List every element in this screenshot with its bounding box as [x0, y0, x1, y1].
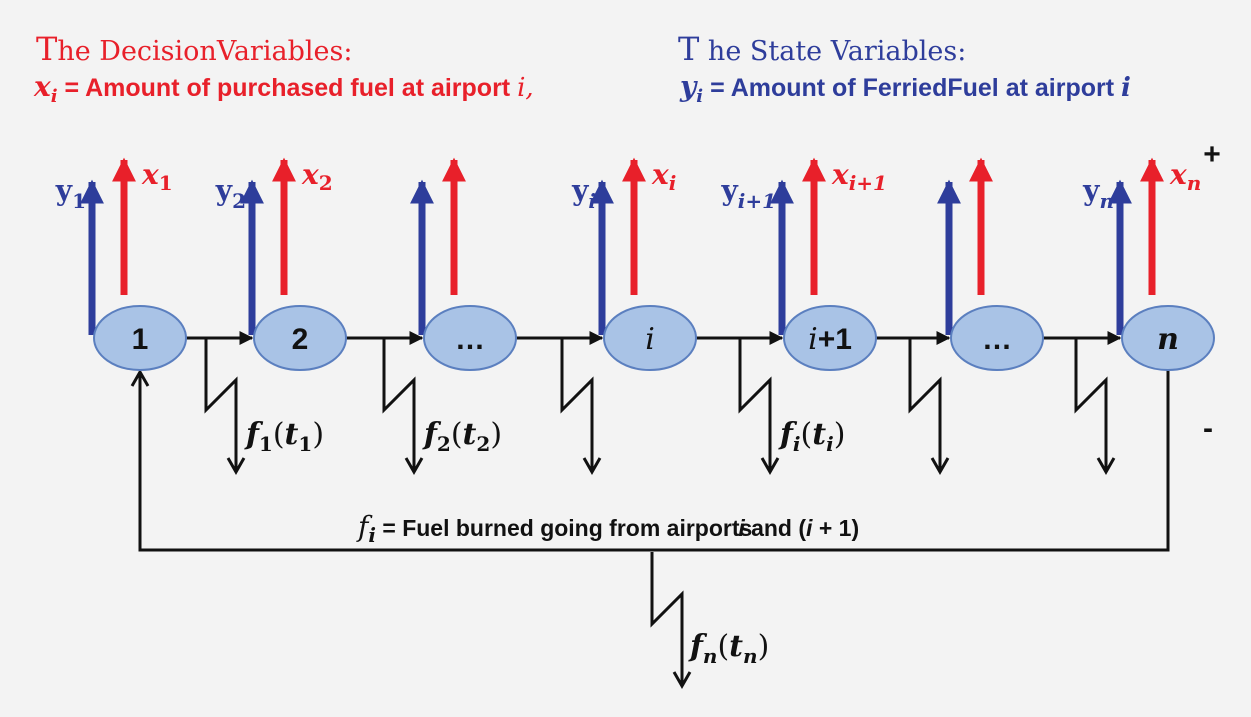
decision-variables-heading: The DecisionVariables:: [36, 30, 352, 68]
purchase-label-4: xi: [651, 158, 676, 195]
burn-arrow-5-head: [930, 457, 950, 476]
state-label-5: yi+1: [720, 174, 776, 213]
airport-node-4: [603, 305, 697, 371]
airport-node-label-4: i: [645, 322, 655, 357]
airport-node-3: [423, 305, 517, 371]
burn-arrow-3: [560, 338, 594, 470]
burn-label-1: f1(t1): [244, 417, 324, 456]
decision-variable-definition: xi = Amount of purchased fuel at airport…: [33, 70, 534, 107]
burn-label-2: f2(t2): [422, 417, 502, 456]
state-label-2: y2: [215, 174, 246, 213]
state-label-1: y1: [55, 174, 86, 213]
feedback-loop-head: [130, 368, 150, 387]
burn-arrow-1: [204, 338, 238, 470]
return-burn-arrow-head: [672, 671, 692, 690]
airport-node-label-1: 1: [132, 323, 149, 356]
state-variables-heading: T he State Variables:: [678, 30, 966, 68]
minus-sign: -: [1203, 412, 1213, 445]
burn-label-4: fi(ti): [778, 417, 845, 456]
burn-arrow-2: [382, 338, 416, 470]
purchase-label-1: x1: [141, 158, 173, 195]
burn-arrow-3-head: [582, 457, 602, 476]
state-variable-definition: yi = Amount of FerriedFuel at airport i: [679, 70, 1131, 107]
return-burn-arrow: [650, 552, 684, 684]
return-burn-label: fn(tn): [688, 629, 769, 668]
purchase-label-7: xn: [1169, 158, 1201, 195]
burn-arrow-4-head: [760, 457, 780, 476]
airport-node-label-5: i+1: [808, 322, 852, 357]
burn-arrow-4: [738, 338, 772, 470]
airport-node-6: [950, 305, 1044, 371]
state-label-7: yn: [1082, 174, 1114, 213]
purchase-label-2: x2: [301, 158, 333, 195]
burn-arrow-1-head: [226, 457, 246, 476]
airport-node-1: [93, 305, 187, 371]
airport-node-5: [783, 305, 877, 371]
fuel-burned-definition: fi = Fuel burned going from airportsi an…: [356, 510, 859, 547]
burn-arrow-2-head: [404, 457, 424, 476]
feedback-loop: [138, 370, 1170, 552]
burn-arrow-5: [908, 338, 942, 470]
plus-sign: +: [1203, 138, 1221, 171]
airport-node-label-2: 2: [292, 323, 309, 356]
burn-arrow-6: [1074, 338, 1108, 470]
purchase-label-5: xi+1: [831, 158, 887, 195]
airport-node-label-3: …: [455, 323, 485, 356]
burn-arrow-6-head: [1096, 457, 1116, 476]
airport-node-2: [253, 305, 347, 371]
state-label-4: yi: [571, 174, 596, 213]
airport-node-7: [1121, 305, 1215, 371]
airport-node-label-7: n: [1157, 322, 1179, 357]
airport-node-label-6: …: [982, 323, 1012, 356]
